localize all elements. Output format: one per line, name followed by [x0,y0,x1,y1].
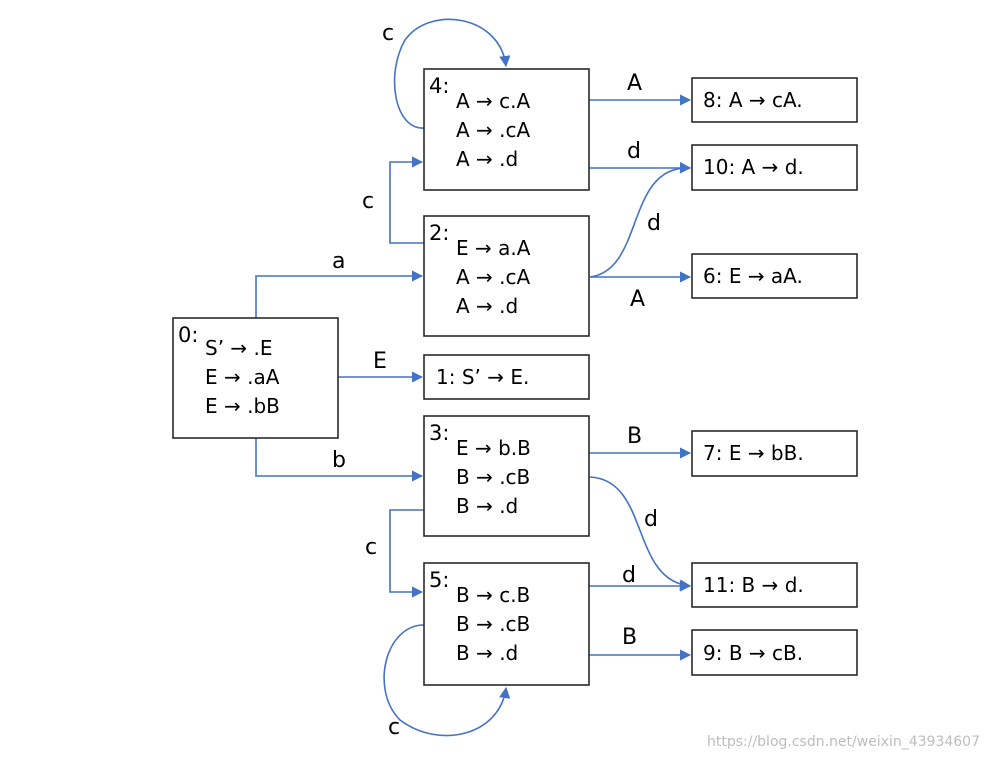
state-11-text: 11: B → d. [703,573,804,597]
edge-label-4-self: c [382,21,394,46]
edge-label-2-4: c [362,189,374,214]
state-9: 9: B → cB. [691,629,858,676]
state-3-item-3: B → .d [456,494,518,518]
state-10: 10: A → d. [691,144,858,191]
state-2-item-2: A → .cA [456,265,531,289]
edge-label-5-9: B [622,625,637,650]
state-0-number: 0: [178,323,198,347]
state-5-number: 5: [429,568,449,592]
state-8-text: 8: A → cA. [703,88,803,112]
state-5-item-3: B → .d [456,641,518,665]
edge-label-0-1: E [373,349,387,374]
state-0-item-2: E → .aA [205,365,280,389]
edge-2-to-10 [589,161,692,278]
state-4-item-3: A → .d [456,147,518,171]
state-0-item-1: S’ → .E [205,336,273,360]
state-0: 0: S’ → .E E → .aA E → .bB [172,317,339,439]
state-3-item-2: B → .cB [456,465,530,489]
state-6: 6: E → aA. [691,253,858,299]
state-7-text: 7: E → bB. [703,441,804,465]
state-5-item-1: B → c.B [456,583,530,607]
state-2: 2: E → a.A A → .cA A → .d [423,215,590,337]
state-3: 3: E → b.B B → .cB B → .d [423,415,590,537]
edge-3-to-5 [389,509,424,598]
edge-label-0-2: a [332,249,345,274]
edge-2-to-4 [389,156,424,244]
edge-label-2-10: d [647,211,661,236]
edge-0-to-2 [255,270,424,318]
edge-5-self-loop [383,624,511,737]
state-9-text: 9: B → cB. [703,641,803,665]
state-4-item-1: A → c.A [456,89,531,113]
state-2-item-1: E → a.A [456,236,531,260]
state-1: 1: S’ → E. [423,354,590,400]
state-4: 4: A → c.A A → .cA A → .d [423,68,590,191]
state-2-item-3: A → .d [456,294,518,318]
edge-3-to-11 [589,476,692,591]
state-11: 11: B → d. [691,562,858,608]
state-10-text: 10: A → d. [703,155,804,179]
edge-label-3-7: B [627,424,642,449]
edge-label-4-10: d [627,139,641,164]
edge-4-self-loop [393,18,511,129]
edge-label-5-self: c [388,715,400,740]
state-1-text: 1: S’ → E. [436,365,529,389]
state-5-item-2: B → .cB [456,612,530,636]
state-6-text: 6: E → aA. [703,264,803,288]
edge-label-5-11: d [622,563,636,588]
state-4-item-2: A → .cA [456,118,531,142]
state-0-item-3: E → .bB [205,394,280,418]
edge-label-4-8: A [627,71,642,96]
watermark: https://blog.csdn.net/weixin_43934607 [707,734,980,750]
state-3-item-1: E → b.B [456,436,531,460]
edge-label-0-3: b [332,448,346,473]
state-7: 7: E → bB. [691,430,858,477]
edge-label-3-5: c [365,535,377,560]
state-3-number: 3: [429,421,449,445]
state-5: 5: B → c.B B → .cB B → .d [423,562,590,686]
edge-label-2-6: A [630,287,645,312]
state-4-number: 4: [429,74,449,98]
edge-label-3-11: d [644,507,658,532]
state-8: 8: A → cA. [691,77,858,123]
state-2-number: 2: [429,221,449,245]
edge-0-to-3 [255,438,424,482]
